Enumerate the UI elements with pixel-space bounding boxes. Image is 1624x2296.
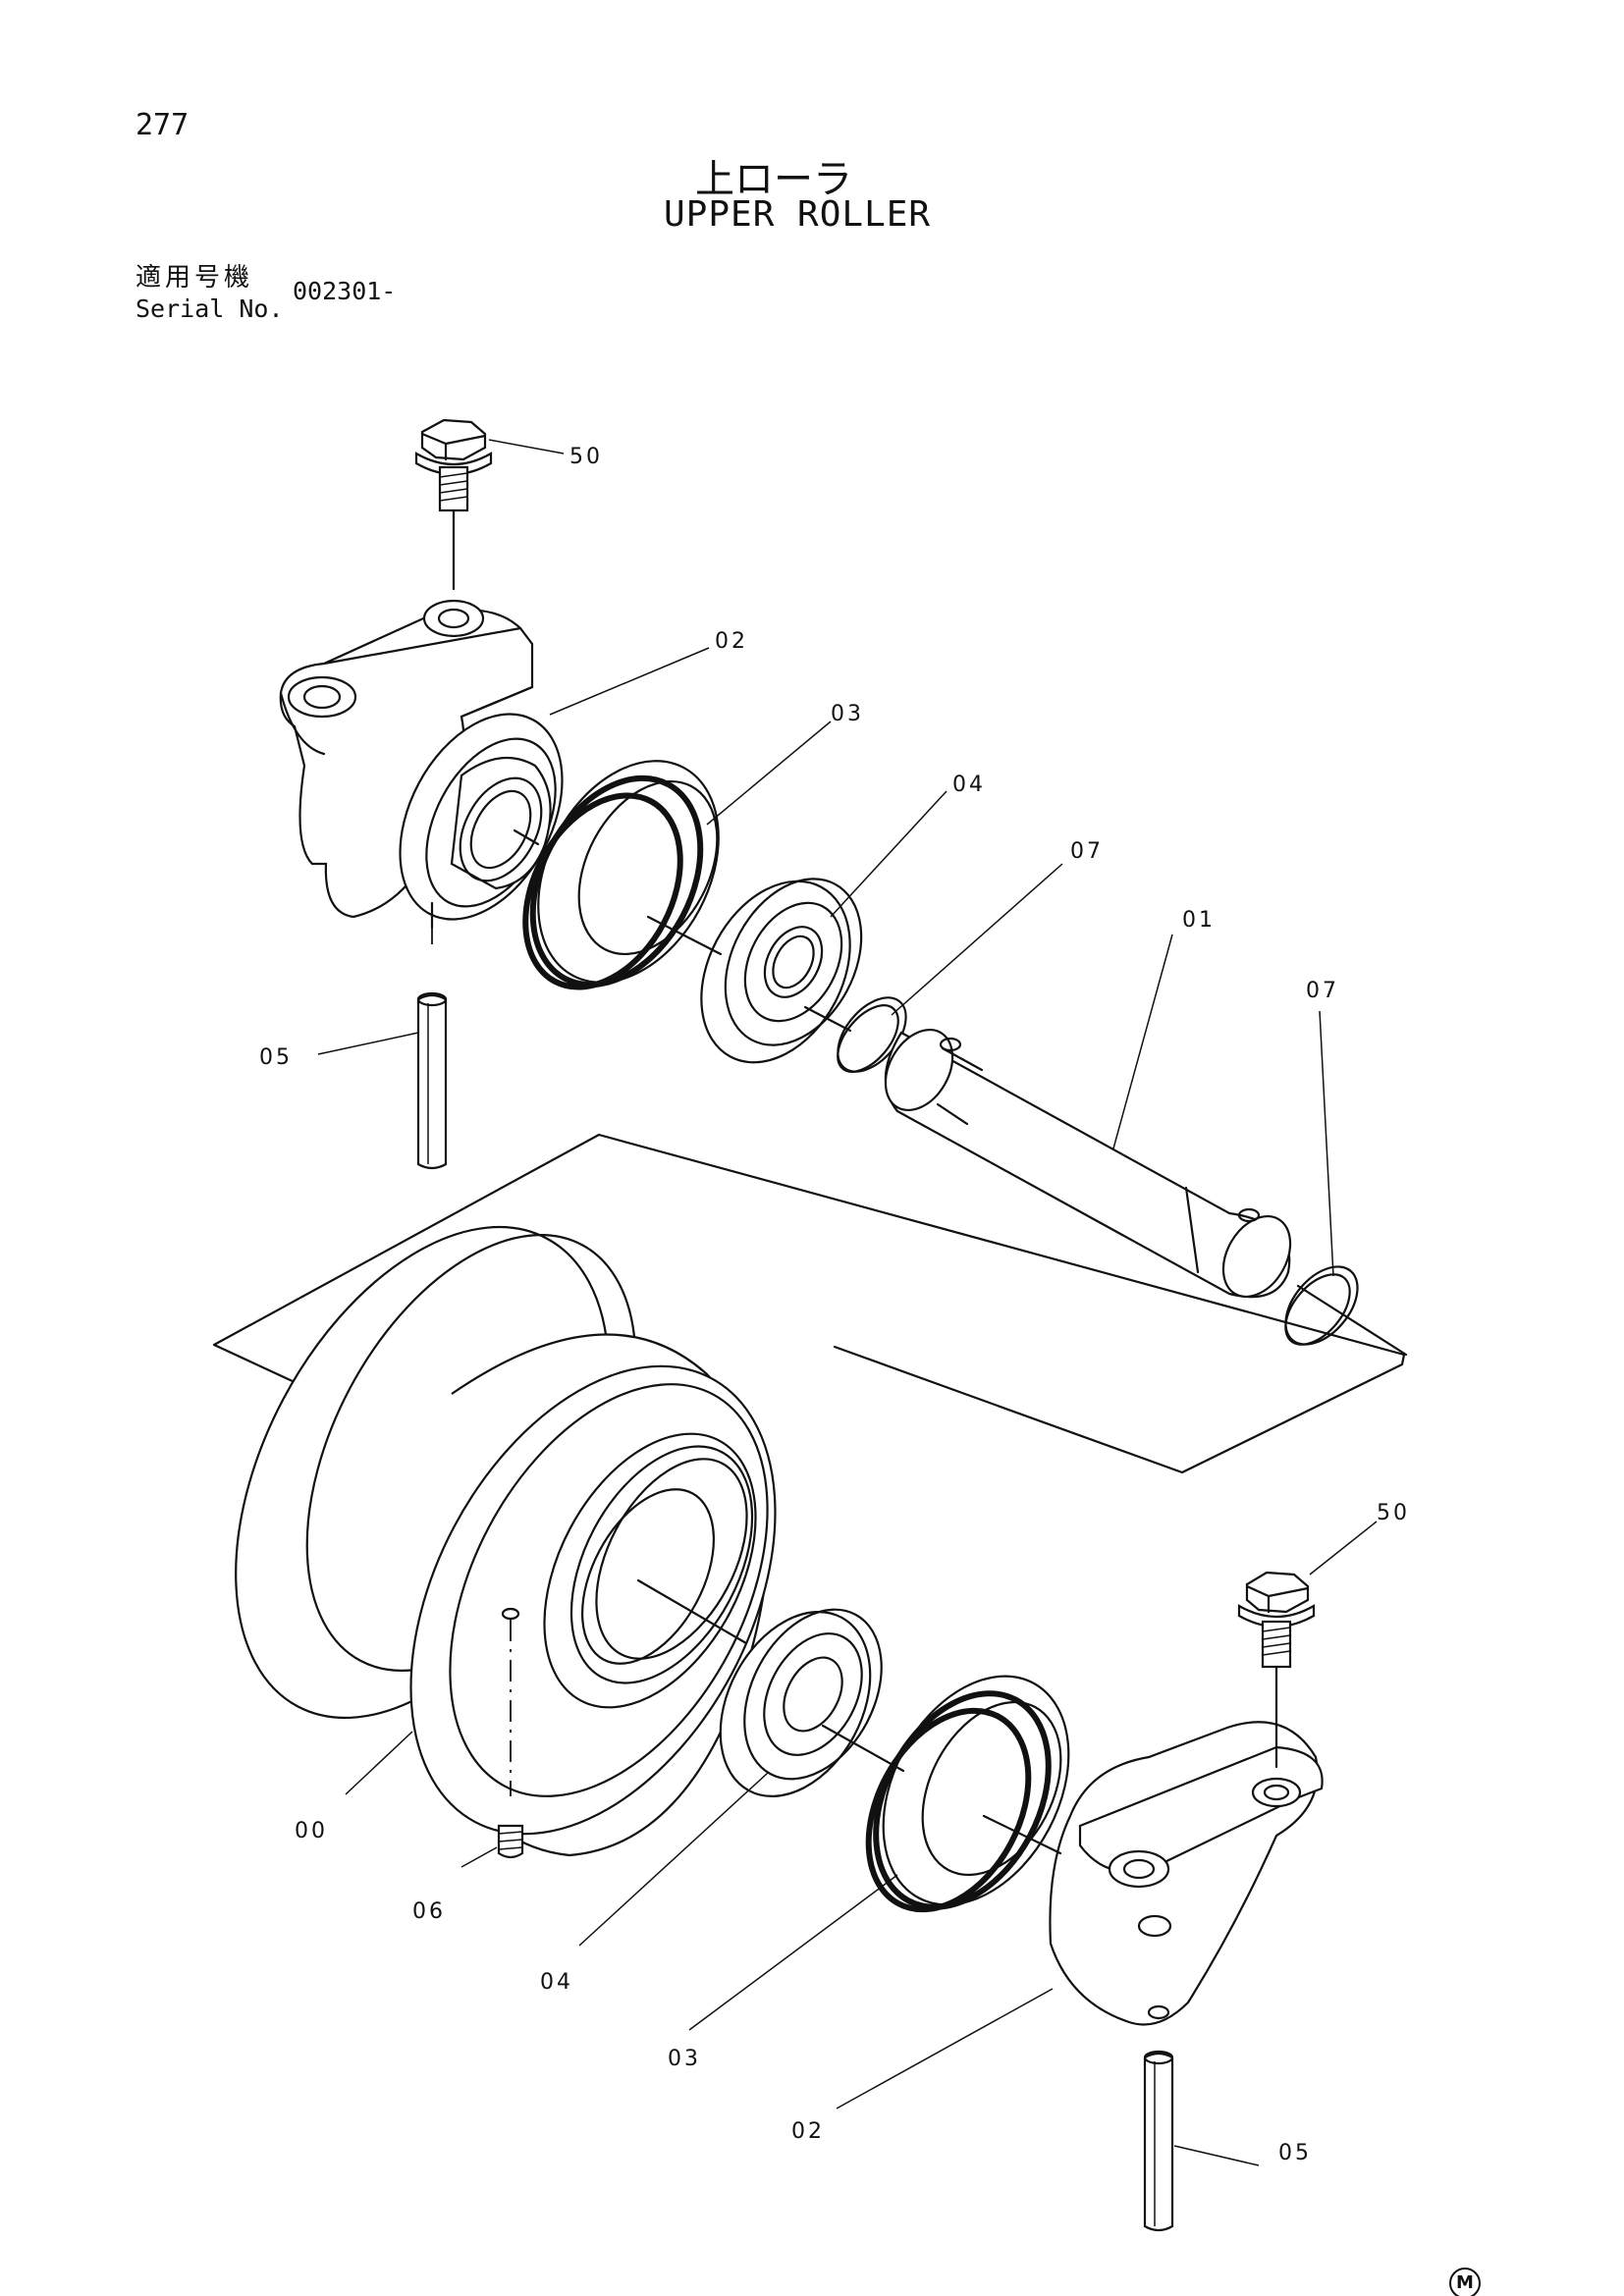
spring-pin-top [416, 923, 448, 1170]
callout-bracket-top: 02 [715, 629, 748, 654]
callout-bolt-top: 50 [569, 445, 603, 469]
callout-bearing-top: 04 [952, 773, 986, 797]
callout-plug: 06 [412, 1899, 446, 1924]
callout-seal-top: 03 [831, 702, 864, 726]
callout-roller: 00 [295, 1819, 328, 1843]
callout-pin-bottom: 05 [1278, 2141, 1312, 2165]
callout-seal-bottom: 03 [668, 2047, 701, 2071]
serial-number-range: 002301- [293, 277, 397, 305]
callout-shaft: 01 [1182, 908, 1216, 933]
assembly-boundary [212, 1133, 1406, 1474]
alignment-lines [513, 828, 1408, 1855]
roller-bracket-top [279, 599, 564, 930]
leader-lines [317, 439, 1378, 2166]
spring-pin-bottom [1143, 2050, 1174, 2232]
callout-pin-top: 05 [259, 1045, 293, 1070]
callout-bearing-bottom: 04 [540, 1970, 573, 1995]
flange-bolt-bottom [1237, 1571, 1316, 1769]
callout-bolt-bottom: 50 [1377, 1501, 1410, 1525]
floating-seal-top [522, 760, 720, 990]
page-title: UPPER ROLLER [664, 194, 932, 235]
serial-label: Serial No. [135, 294, 284, 323]
callout-ring-right: 07 [1306, 979, 1339, 1003]
roller-shaft [884, 1028, 1292, 1299]
maker-mark: M [1449, 2268, 1481, 2296]
serial-label-japanese: 適用号機 [135, 263, 254, 293]
roller-body [235, 1225, 777, 1857]
page-title-japanese: 上ローラ [695, 157, 852, 202]
ball-bearing-top [700, 878, 863, 1064]
page-number: 277 [135, 108, 189, 142]
flange-bolt-top [414, 418, 493, 591]
callout-ring-top: 07 [1070, 839, 1104, 864]
floating-seal-bottom [865, 1675, 1070, 1913]
plug-screw [497, 1824, 524, 1859]
roller-bracket-bottom [1049, 1721, 1324, 2026]
callout-bracket-bottom: 02 [791, 2119, 825, 2144]
